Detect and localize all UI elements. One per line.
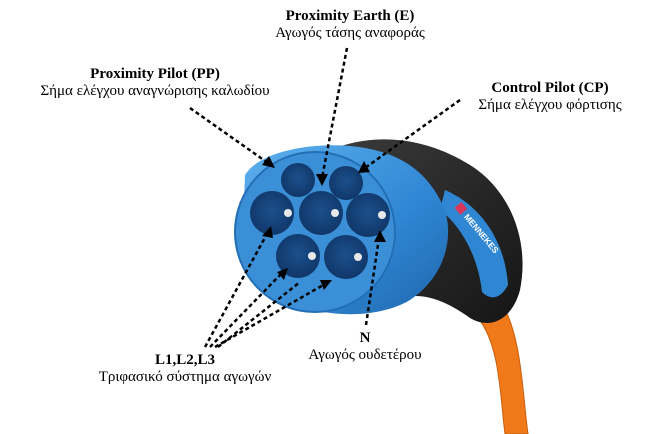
label-phases-title: L1,L2,L3 [154, 352, 215, 368]
pin-l1 [250, 191, 294, 235]
label-neutral-title: N [359, 330, 371, 346]
leader-pe [320, 47, 349, 179]
label-neutral-subtitle: Αγωγός ουδετέρου [308, 347, 422, 363]
pin-n [346, 193, 390, 237]
label-control-pilot-subtitle: Σήμα ελέγχου φόρτισης [478, 97, 622, 113]
label-proximity-pilot: Proximity Pilot (PP) Σήμα ελέγχου αναγνώ… [5, 66, 305, 100]
leader-n [364, 237, 381, 326]
pin-cp [329, 166, 363, 200]
leader-l3 [214, 282, 326, 349]
leader-pp [189, 106, 269, 165]
leader-l1 [203, 231, 270, 348]
label-neutral: N Αγωγός ουδετέρου [290, 330, 440, 364]
leader-cp [364, 98, 461, 170]
label-control-pilot-title: Control Pilot (CP) [491, 80, 609, 96]
leader-l3b [217, 281, 301, 348]
cable [477, 299, 529, 434]
label-proximity-earth: Proximity Earth (E) Αγωγός τάσης αναφορά… [262, 8, 438, 42]
label-proximity-earth-title: Proximity Earth (E) [285, 8, 415, 24]
pin-l2 [276, 234, 320, 278]
label-proximity-earth-subtitle: Αγωγός τάσης αναφοράς [275, 25, 425, 41]
pin-pe [299, 191, 343, 235]
label-phases-subtitle: Τριφασικό σύστημα αγωγών [98, 369, 272, 385]
leader-l2 [209, 272, 283, 348]
handle-stripe [440, 190, 508, 298]
label-control-pilot: Control Pilot (CP) Σήμα ελέγχου φόρτισης [455, 80, 645, 114]
pins [250, 163, 390, 279]
label-phases: L1,L2,L3 Τριφασικό σύστημα αγωγών [70, 352, 300, 386]
label-proximity-pilot-title: Proximity Pilot (PP) [90, 66, 220, 82]
label-proximity-pilot-subtitle: Σήμα ελέγχου αναγνώρισης καλωδίου [40, 83, 270, 99]
pin-l3 [324, 235, 368, 279]
pin-pp [281, 163, 315, 197]
